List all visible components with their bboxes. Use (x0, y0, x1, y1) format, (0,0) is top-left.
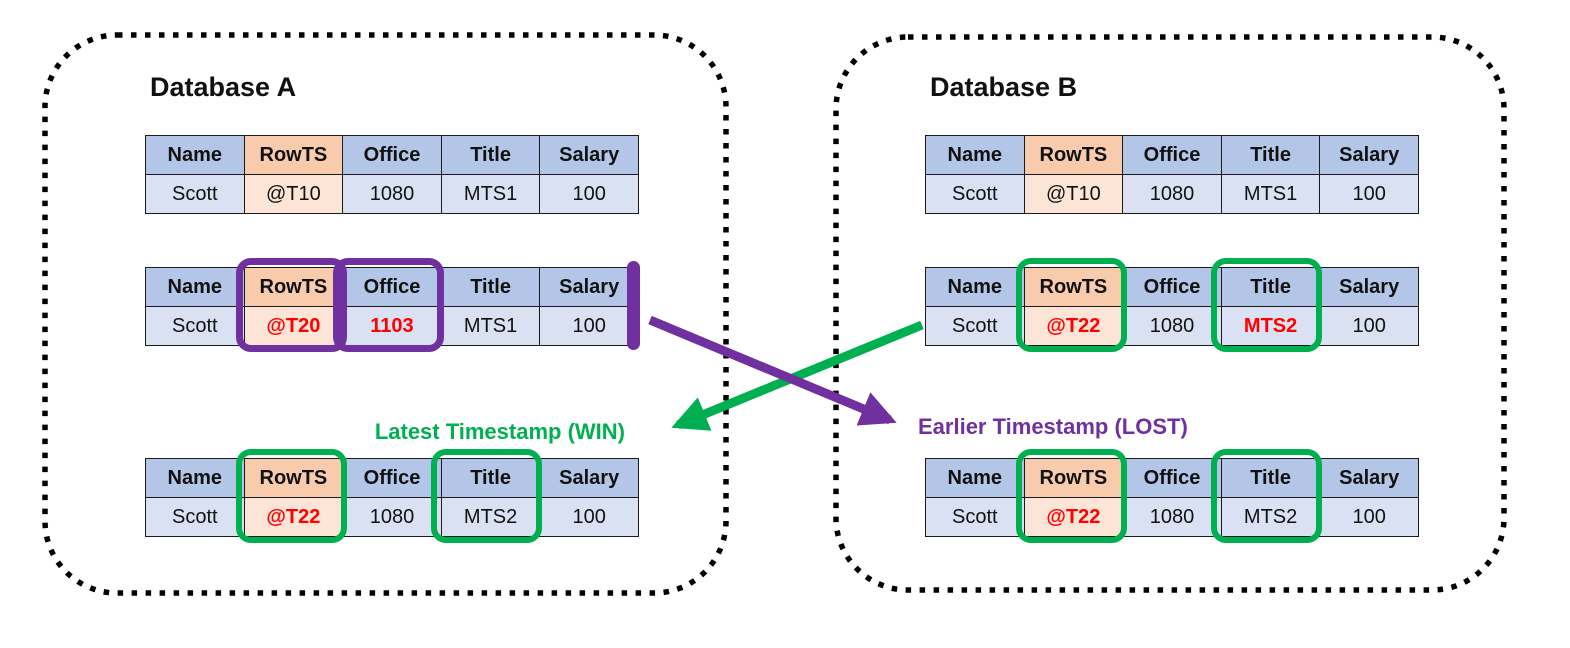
purple-highlight-office (333, 258, 445, 352)
cell-name: Scott (145, 306, 245, 346)
database-b-title: Database B (930, 72, 1078, 102)
column-header-rowts: RowTS (243, 135, 344, 175)
column-header-name: Name (145, 135, 245, 175)
column-header-office: Office (1122, 458, 1222, 498)
green-highlight-title (430, 449, 542, 543)
cell-salary: 100 (1319, 174, 1419, 214)
column-header-office: Office (1122, 135, 1222, 175)
cell-office: 1080 (1122, 174, 1222, 214)
green-highlight-rowts (1015, 449, 1127, 543)
column-header-title: Title (1220, 135, 1321, 175)
cell-salary: 100 (539, 497, 639, 537)
green-highlight-rowts (235, 449, 347, 543)
cell-name: Scott (145, 497, 245, 537)
column-header-salary: Salary (1319, 267, 1419, 307)
column-header-rowts: RowTS (1023, 135, 1124, 175)
database-a-title: Database A (150, 72, 297, 102)
green-highlight-title (1210, 449, 1322, 543)
cell-salary: 100 (539, 174, 639, 214)
cell-title: MTS1 (440, 306, 541, 346)
cell-office: 1080 (342, 497, 442, 537)
column-header-salary: Salary (539, 135, 639, 175)
purple-replication-arrow (648, 315, 897, 426)
cell-name: Scott (925, 174, 1025, 214)
green-highlight-rowts (1015, 258, 1127, 352)
column-header-name: Name (925, 135, 1025, 175)
column-header-salary: Salary (1319, 135, 1419, 175)
cell-salary: 100 (1319, 306, 1419, 346)
cell-office: 1080 (1122, 497, 1222, 537)
cell-name: Scott (145, 174, 245, 214)
cell-office: 1080 (342, 174, 442, 214)
column-header-title: Title (440, 267, 541, 307)
column-header-name: Name (925, 267, 1025, 307)
cell-name: Scott (925, 306, 1025, 346)
purple-highlight-rowts (235, 258, 347, 352)
green-highlight-title (1210, 258, 1322, 352)
column-header-salary: Salary (1319, 458, 1419, 498)
column-header-salary: Salary (539, 458, 639, 498)
green-replication-arrow (671, 320, 924, 431)
cell-salary: 100 (539, 306, 639, 346)
column-header-name: Name (925, 458, 1025, 498)
column-header-name: Name (145, 267, 245, 307)
cell-title: MTS1 (440, 174, 541, 214)
column-header-salary: Salary (539, 267, 639, 307)
cell-office: 1080 (1122, 306, 1222, 346)
column-header-name: Name (145, 458, 245, 498)
cell-rowts: @T10 (243, 174, 344, 214)
lost-label: Earlier Timestamp (LOST) (918, 414, 1188, 439)
cell-name: Scott (925, 497, 1025, 537)
cell-rowts: @T10 (1023, 174, 1124, 214)
win-label: Latest Timestamp (WIN) (374, 419, 625, 444)
purple-endcap-bar (627, 261, 640, 350)
cell-salary: 100 (1319, 497, 1419, 537)
cell-title: MTS1 (1220, 174, 1321, 214)
column-header-office: Office (1122, 267, 1222, 307)
column-header-office: Office (342, 458, 442, 498)
column-header-title: Title (440, 135, 541, 175)
column-header-office: Office (342, 135, 442, 175)
